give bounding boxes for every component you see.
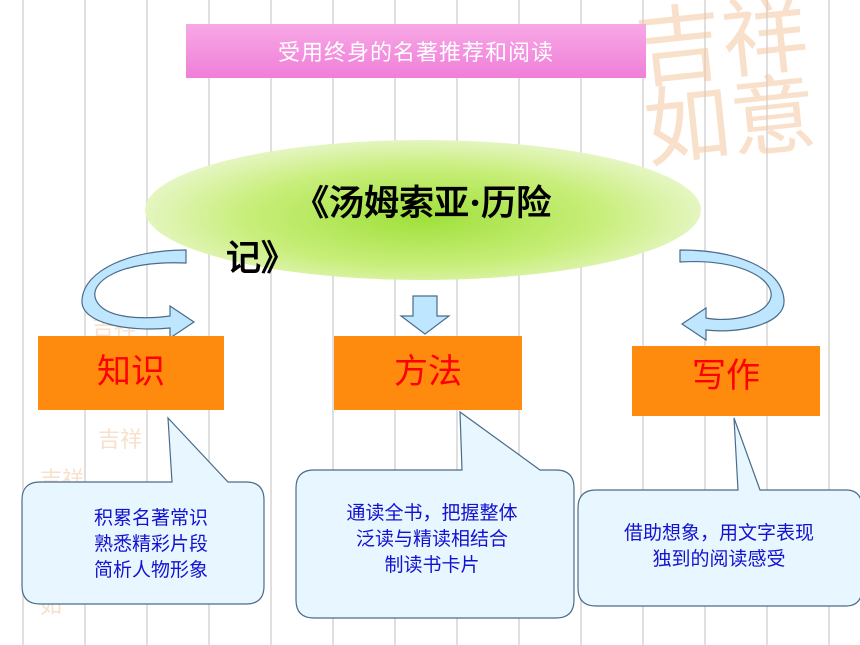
method-notes: 通读全书，把握整体 泛读与精读相结合 制读书卡片 [300, 500, 564, 578]
book-title-line2: 记》 [226, 238, 297, 279]
book-ellipse [145, 140, 701, 280]
note-line: 熟悉精彩片段 [93, 533, 208, 555]
book-title-line1: 《汤姆索亚·历险 [294, 183, 552, 224]
book-title: 《汤姆索亚·历险 记》 [226, 176, 606, 286]
note-line: 通读全书，把握整体 [346, 502, 518, 524]
note-line: 借助想象，用文字表现 [623, 522, 814, 544]
callout-method [295, 410, 575, 619]
node-knowledge-label: 知识 [97, 352, 165, 392]
down-arrow-icon [399, 295, 451, 335]
curved-arrow-right-icon [679, 249, 785, 342]
note-line: 制读书卡片 [384, 554, 480, 576]
slide-title: 受用终身的名著推荐和阅读 [186, 24, 646, 78]
node-method: 方法 [334, 336, 522, 410]
note-line: 积累名著常识 [93, 507, 208, 529]
curved-arrow-left-icon [81, 249, 196, 340]
note-line: 独到的阅读感受 [652, 548, 786, 570]
knowledge-notes: 积累名著常识 熟悉精彩片段 简析人物形象 [46, 505, 256, 583]
node-method-label: 方法 [394, 352, 462, 392]
callout-knowledge [21, 416, 265, 605]
note-line: 泛读与精读相结合 [355, 528, 508, 550]
callout-writing [577, 417, 860, 607]
note-line: 简析人物形象 [93, 559, 208, 581]
node-writing-label: 写作 [692, 356, 760, 396]
decorative-seal: 吉祥 [98, 428, 143, 453]
writing-notes: 借助想象，用文字表现 独到的阅读感受 [584, 520, 854, 572]
node-knowledge: 知识 [38, 336, 224, 410]
node-writing: 写作 [632, 346, 820, 416]
